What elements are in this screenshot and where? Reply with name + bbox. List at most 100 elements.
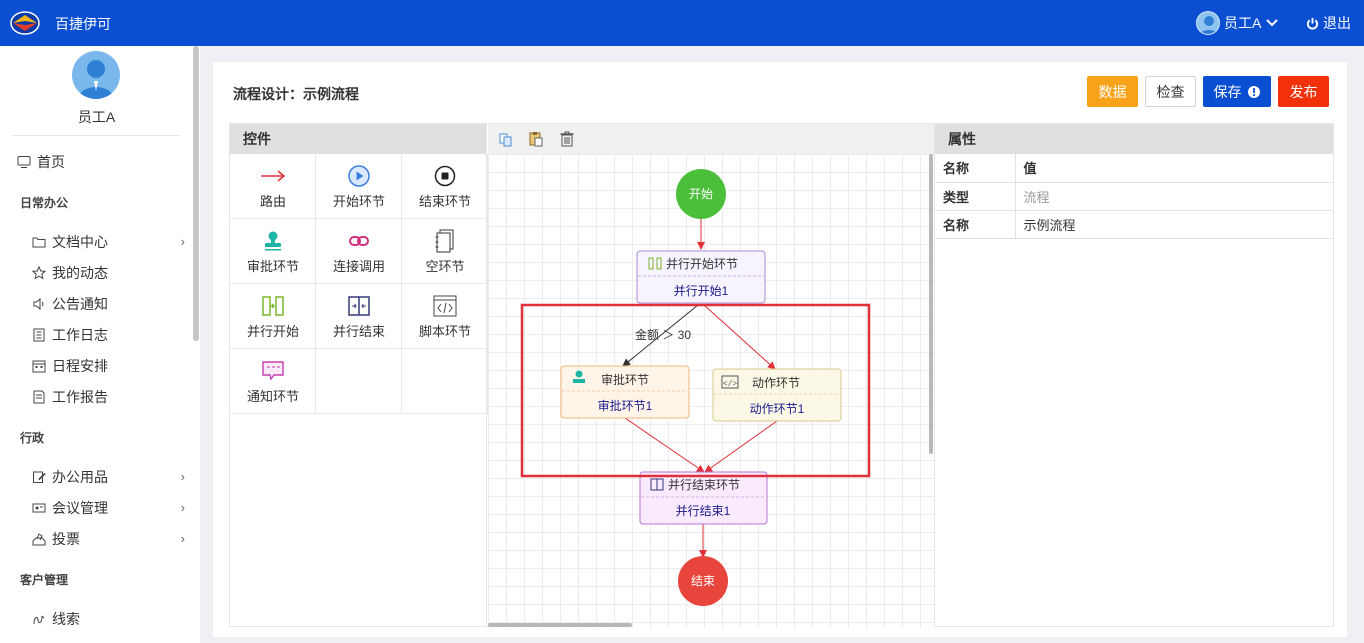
control-route[interactable]: 路由 xyxy=(230,154,316,219)
sidebar-item-meeting[interactable]: 会议管理 › xyxy=(0,495,193,521)
parallel-split-icon xyxy=(648,257,662,270)
sidebar-item-label: 首页 xyxy=(37,154,65,170)
report-icon xyxy=(31,389,47,405)
sidebar-scrollbar[interactable] xyxy=(193,46,199,341)
user-menu[interactable]: 员工A xyxy=(1196,10,1279,36)
stop-circle-icon xyxy=(434,165,456,187)
parallel-end-title: 并行结束环节 xyxy=(668,478,740,492)
page-title: 流程设计：示例流程 xyxy=(233,86,359,102)
copy-icon[interactable] xyxy=(497,130,515,148)
sidebar-item-vote[interactable]: 投票 › xyxy=(0,526,193,552)
canvas-vertical-scrollbar[interactable] xyxy=(929,154,933,454)
sidebar-item-home[interactable]: 首页 xyxy=(0,149,193,175)
parallel-split-icon xyxy=(262,296,284,316)
highlight-box xyxy=(520,303,871,478)
edge-action-to-join[interactable] xyxy=(704,420,778,473)
properties-panel: 属性 名称 值 类型 流程 名称 示例流程 xyxy=(934,123,1334,627)
control-end-node[interactable]: 结束环节 xyxy=(402,154,488,219)
check-button[interactable]: 检查 xyxy=(1145,76,1196,107)
column-value-header: 值 xyxy=(1015,154,1334,183)
start-node-label: 开始 xyxy=(689,187,713,201)
app-title: 百捷伊可 xyxy=(55,16,111,32)
control-start-node[interactable]: 开始环节 xyxy=(316,154,402,219)
parallel-join-icon xyxy=(348,296,370,316)
paste-icon[interactable] xyxy=(527,130,545,148)
canvas-horizontal-scrollbar[interactable] xyxy=(488,623,632,627)
control-parallel-end[interactable]: 并行结束 xyxy=(316,284,402,349)
control-label: 空环节 xyxy=(425,259,465,274)
action-title: 动作环节 xyxy=(752,376,800,390)
control-empty-cell xyxy=(316,349,402,414)
end-node[interactable]: 结束 xyxy=(678,556,728,606)
properties-header: 属性 xyxy=(935,124,1333,154)
sidebar-item-label: 工作报告 xyxy=(52,389,108,405)
control-approval[interactable]: 审批环节 xyxy=(230,219,316,284)
flow-diagram: 开始 并行开始环节 并行开始1 金额 ＞ 30 xyxy=(520,169,871,606)
control-parallel-start[interactable]: 并行开始 xyxy=(230,284,316,349)
control-notify-node[interactable]: 通知环节 xyxy=(230,349,316,414)
sidebar-item-report[interactable]: 工作报告 xyxy=(0,384,193,410)
sidebar-item-worklog[interactable]: 工作日志 xyxy=(0,322,193,348)
parallel-start-node[interactable]: 并行开始环节 并行开始1 xyxy=(636,250,766,304)
sidebar-item-leads[interactable]: 线索 xyxy=(0,606,193,632)
parallel-end-name: 并行结束1 xyxy=(676,504,731,518)
parallel-end-node[interactable]: 并行结束环节 并行结束1 xyxy=(639,471,768,525)
app-logo-icon xyxy=(10,11,40,35)
controls-header: 控件 xyxy=(230,124,486,154)
chevron-right-icon: › xyxy=(180,234,185,249)
edge-parallel-to-action[interactable] xyxy=(703,304,776,370)
sidebar-item-label: 办公用品 xyxy=(52,469,108,485)
save-button[interactable]: 保存 xyxy=(1203,76,1271,107)
sidebar-item-office-supplies[interactable]: 办公用品 › xyxy=(0,464,193,490)
data-button[interactable]: 数据 xyxy=(1087,76,1138,107)
control-link-call[interactable]: 连接调用 xyxy=(316,219,402,284)
trash-icon[interactable] xyxy=(558,130,576,148)
sidebar-item-docs[interactable]: 文档中心 › xyxy=(0,229,193,255)
user-avatar-icon xyxy=(1196,11,1220,35)
table-row[interactable]: 类型 流程 xyxy=(935,182,1334,211)
profile-avatar[interactable] xyxy=(72,51,120,99)
flow-canvas[interactable]: 开始 并行开始环节 并行开始1 金额 ＞ 30 xyxy=(488,123,934,628)
property-value[interactable]: 示例流程 xyxy=(1015,210,1334,239)
play-circle-icon xyxy=(348,165,370,187)
logout-button[interactable]: 退出 xyxy=(1306,13,1351,33)
sidebar-item-label: 线索 xyxy=(52,611,80,627)
control-label: 结束环节 xyxy=(418,194,471,209)
notebook-icon xyxy=(31,327,47,343)
publish-button[interactable]: 发布 xyxy=(1278,76,1329,107)
chevron-down-icon xyxy=(1266,19,1279,27)
approval-name: 审批环节1 xyxy=(598,398,653,413)
sidebar-item-label: 投票 xyxy=(52,531,80,547)
message-icon xyxy=(262,361,284,381)
control-empty-cell xyxy=(402,349,488,414)
section-daily: 日常办公 xyxy=(20,196,69,210)
control-label: 并行开始 xyxy=(246,324,299,339)
sidebar-item-schedule[interactable]: 日程安排 xyxy=(0,353,193,379)
canvas-grid[interactable]: 开始 并行开始环节 并行开始1 金额 ＞ 30 xyxy=(488,154,934,628)
sidebar-item-label: 文档中心 xyxy=(52,234,108,250)
action-node[interactable]: </> 动作环节 动作环节1 xyxy=(712,368,842,422)
sidebar-item-activity[interactable]: 我的动态 xyxy=(0,260,193,286)
edge-approval-to-join[interactable] xyxy=(624,417,705,473)
approval-node[interactable]: 审批环节 审批环节1 xyxy=(560,365,690,419)
start-node[interactable]: 开始 xyxy=(676,169,726,219)
parallel-join-icon xyxy=(650,478,664,491)
svg-text:</>: </> xyxy=(723,380,738,389)
sidebar-item-label: 日程安排 xyxy=(52,358,108,374)
control-label: 开始环节 xyxy=(332,194,385,209)
edge-condition[interactable] xyxy=(622,304,699,367)
control-empty-node[interactable]: 空环节 xyxy=(402,219,488,284)
logout-label: 退出 xyxy=(1323,15,1351,31)
sidebar-item-notice[interactable]: 公告通知 xyxy=(0,291,193,317)
control-label: 通知环节 xyxy=(246,389,299,404)
control-script-node[interactable]: 脚本环节 xyxy=(402,284,488,349)
arrow-right-icon xyxy=(261,170,286,182)
code-icon xyxy=(433,295,457,317)
notebook-icon xyxy=(435,229,454,253)
table-row[interactable]: 名称 示例流程 xyxy=(935,210,1334,239)
link-icon xyxy=(349,236,369,246)
leads-icon xyxy=(31,611,47,627)
chevron-right-icon: › xyxy=(180,531,185,546)
properties-table: 名称 值 类型 流程 名称 示例流程 xyxy=(935,154,1334,239)
sidebar: 员工A 首页 日常办公 文档中心 › 我的动态 公告通知 工作日志 日程安排 工… xyxy=(0,46,200,643)
